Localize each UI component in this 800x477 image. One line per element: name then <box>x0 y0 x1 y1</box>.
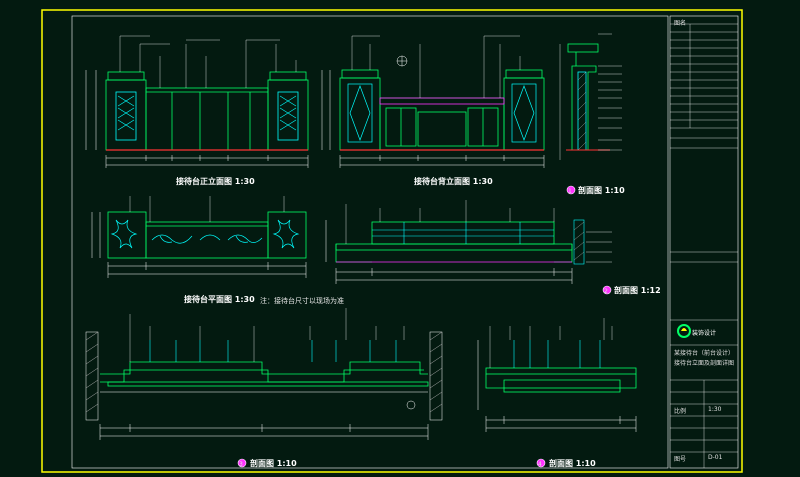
title-marker-label: 3 <box>239 461 243 468</box>
side-leader-lines <box>559 33 622 160</box>
title-block-sheet-value: D-01 <box>708 454 723 461</box>
lower-left-wall <box>85 331 443 421</box>
plan-ornament <box>110 219 300 249</box>
rear-marker-icon <box>396 55 408 67</box>
front-dimension-line <box>85 70 309 168</box>
plan-note: 注：接待台尺寸以现场为准 <box>260 297 344 305</box>
right-upper-section-detail <box>372 219 585 265</box>
rear-leader-lines <box>351 35 521 98</box>
title-marker-icons <box>237 185 612 468</box>
title-block-grid <box>670 23 738 468</box>
title-marker-label: 4 <box>538 461 542 468</box>
rear-elevation-title: 接待台背立面图 1:30 <box>414 177 493 186</box>
lower-right-section <box>485 367 637 393</box>
side-section <box>567 43 599 151</box>
right-upper-leader-lines <box>345 200 612 263</box>
lower-right-leader-lines <box>489 318 613 368</box>
plan-leader-lines <box>129 196 285 222</box>
title-block-scale-label: 比例 <box>674 408 687 415</box>
plan-dimension-line <box>91 212 307 278</box>
plan-title: 接待台平面图 1:30 <box>184 295 255 304</box>
lower-left-section-columns <box>149 340 397 362</box>
right-upper-section <box>335 221 573 263</box>
title-block-sheet-label: 图号 <box>674 456 687 463</box>
lower-left-dimension-line <box>99 391 429 440</box>
rear-elevation <box>339 69 545 151</box>
drawing-frame-outer <box>41 9 743 473</box>
right-upper-dimension-line <box>325 220 573 284</box>
lower-left-leader-lines <box>129 308 405 362</box>
lower-right-dimension-line <box>477 340 637 432</box>
lower-right-section-columns <box>513 340 601 368</box>
title-block-logo-text: 装饰设计 <box>692 330 717 337</box>
side-section-title: 剖面图 1:10 <box>578 186 625 195</box>
rear-elevation-diamond-panels <box>347 83 537 143</box>
logo-icon <box>677 324 691 338</box>
front-elevation-title: 接待台正立面图 1:30 <box>176 177 255 186</box>
side-section-hatch <box>577 71 587 151</box>
front-elevation-ornament <box>117 95 297 131</box>
plan-view <box>107 211 307 259</box>
right-upper-hatch <box>573 221 585 261</box>
drawing-frame-inner <box>71 15 669 469</box>
right-upper-section-title: 剖面图 1:12 <box>614 286 661 295</box>
title-marker-label: 1 <box>568 188 572 195</box>
title-block-project-name: 某接待台（前台设计） <box>674 350 735 357</box>
front-elevation <box>105 71 309 151</box>
title-block-scale-value: 1:30 <box>708 406 722 413</box>
rear-dimension-line <box>321 70 545 168</box>
title-block-drawing-name: 接待台立面及剖面详图 <box>674 360 735 367</box>
title-block-header: 图名 <box>674 20 687 27</box>
lower-left-section-title: 剖面图 1:10 <box>250 459 297 468</box>
title-marker-label: 2 <box>604 288 608 295</box>
front-leader-lines <box>119 35 297 88</box>
lower-left-marker-icon <box>406 400 416 410</box>
lower-right-section-title: 剖面图 1:10 <box>549 459 596 468</box>
lower-left-section <box>100 361 429 387</box>
